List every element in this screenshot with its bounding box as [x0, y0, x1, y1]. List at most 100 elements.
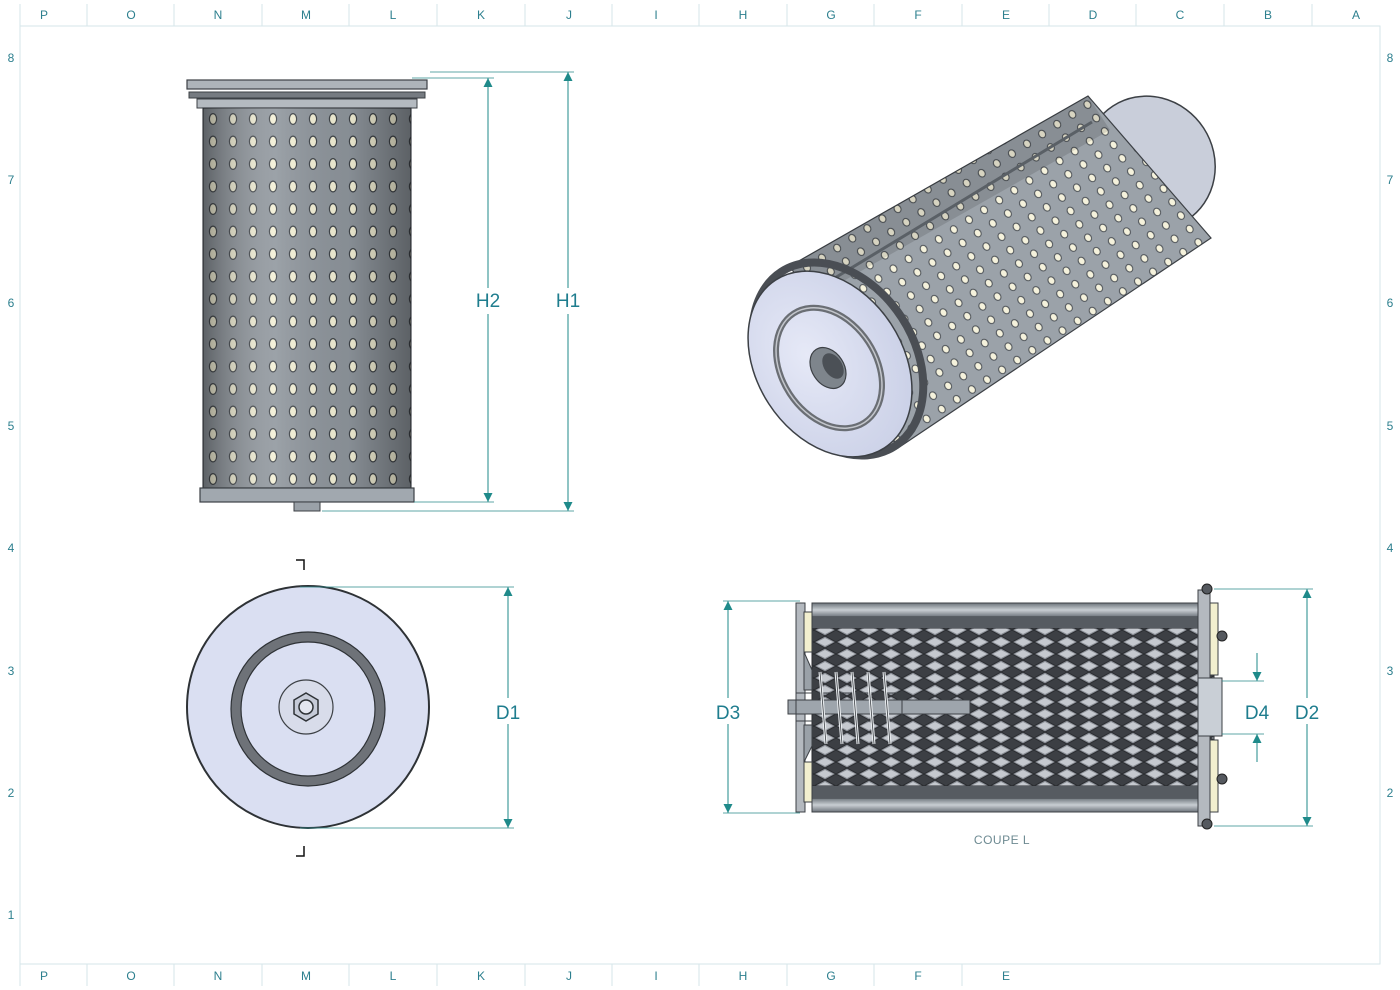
top-zone-letter: C [1176, 8, 1185, 22]
spring-coil-outline [835, 671, 843, 745]
iso-o-ring-highlight [775, 307, 883, 429]
center-rod [787, 699, 971, 715]
top-zone-letter: E [1002, 8, 1010, 22]
left-zone-number: 2 [8, 786, 15, 800]
bottom-zone-letter: N [214, 969, 223, 983]
bottom-zone-letter: J [566, 969, 572, 983]
right-zone-number: 3 [1387, 664, 1394, 678]
bottom-zone-letter: M [301, 969, 311, 983]
top-zone-letter: A [1352, 8, 1360, 22]
bottom-zone-letter: L [390, 969, 397, 983]
bottom-zone-letter: E [1002, 969, 1010, 983]
iso-seam [814, 120, 1093, 292]
top-zone-letter: N [214, 8, 223, 22]
top-gasket [188, 91, 426, 99]
section-mesh-bottom-edge [812, 786, 1214, 798]
sheet-frame [19, 4, 1381, 986]
dimension-d2: D2 [1214, 588, 1319, 827]
left-zone-number: 6 [8, 296, 15, 310]
left-zone-number: 4 [8, 541, 15, 555]
bottom-cap [199, 487, 415, 503]
magnet-spring [818, 671, 892, 745]
iso-center-bore-inner [822, 353, 844, 379]
section-outer-tube-top [811, 602, 1215, 618]
end-o-ring-edge-inner [240, 641, 376, 777]
bottom-zone-letter: H [739, 969, 748, 983]
left-zone-number: 1 [8, 908, 15, 922]
cylinder-shading [203, 108, 411, 488]
end-view [186, 559, 430, 857]
outlet-bore [1197, 677, 1223, 737]
right-zone-number: 8 [1387, 51, 1394, 65]
dimension-h2: H2 [412, 77, 500, 503]
right-zone-number: 4 [1387, 541, 1394, 555]
dimension-d4: D4 [1222, 653, 1270, 762]
left-zone-numbers: 8 7 6 5 4 3 2 1 [8, 51, 15, 922]
left-zone-number: 8 [8, 51, 15, 65]
section-outer-tube-bottom [811, 797, 1215, 813]
top-zone-letter: O [126, 8, 135, 22]
section-mark-bottom [296, 846, 305, 857]
top-zone-letter: P [40, 8, 48, 22]
d1-label: D1 [496, 703, 520, 724]
bottom-zone-letter: O [126, 969, 135, 983]
top-zone-letter: K [477, 8, 485, 22]
right-zone-number: 6 [1387, 296, 1394, 310]
left-cone-top [803, 651, 813, 691]
iso-body-shade [790, 96, 1110, 300]
right-zone-numbers: 8 7 6 5 4 3 2 [1387, 51, 1394, 800]
right-zone-number: 2 [1387, 786, 1394, 800]
bottom-zone-letter: P [40, 969, 48, 983]
o-ring-section-3 [1216, 773, 1228, 785]
left-seal-bottom [803, 761, 813, 803]
spring-coil-outline [867, 671, 875, 745]
d4-label: D4 [1245, 703, 1270, 724]
top-zone-letter: F [914, 8, 921, 22]
top-rim [196, 98, 418, 109]
top-zone-letter: M [301, 8, 311, 22]
right-zone-number: 7 [1387, 173, 1394, 187]
top-zone-letter: B [1264, 8, 1272, 22]
top-zone-letter: D [1089, 8, 1098, 22]
top-zone-letter: L [390, 8, 397, 22]
d3-label: D3 [716, 703, 740, 724]
top-flange [186, 79, 428, 90]
spring-coil-outline [819, 671, 827, 745]
dimension-d1: D1 [300, 586, 520, 829]
bottom-zone-letter: I [654, 969, 657, 983]
left-zone-number: 7 [8, 173, 15, 187]
o-ring-section-4 [1201, 818, 1213, 830]
top-zone-letter: H [739, 8, 748, 22]
left-zone-number: 3 [8, 664, 15, 678]
top-zone-letter: J [566, 8, 572, 22]
spring-coil-outline [851, 671, 859, 745]
left-zone-number: 5 [8, 419, 15, 433]
section-view: COUPE L [787, 583, 1228, 847]
h2-label: H2 [476, 291, 500, 312]
hex-nut-hole [298, 699, 314, 715]
dimension-h1: H1 [322, 71, 580, 512]
end-o-ring-outer [231, 632, 385, 786]
front-view [186, 79, 428, 512]
bottom-zone-letter: K [477, 969, 485, 983]
end-o-ring-edge [230, 631, 386, 787]
h1-label: H1 [556, 291, 580, 312]
right-seal-top [1209, 602, 1219, 676]
bottom-zone-letter: F [914, 969, 921, 983]
rod-hub [795, 692, 903, 722]
bottom-zone-letter: G [826, 969, 835, 983]
right-seal-bottom [1209, 739, 1219, 813]
o-ring-section-1 [1201, 583, 1213, 595]
right-zone-number: 5 [1387, 419, 1394, 433]
top-zone-letter: G [826, 8, 835, 22]
isometric-view [747, 95, 1216, 460]
spring-coil-outline [883, 671, 891, 745]
bottom-nipple [293, 501, 321, 512]
section-mark-top [296, 559, 305, 570]
left-seal-top [803, 611, 813, 653]
o-ring-section-2 [1216, 630, 1228, 642]
section-caption: COUPE L [974, 833, 1030, 847]
